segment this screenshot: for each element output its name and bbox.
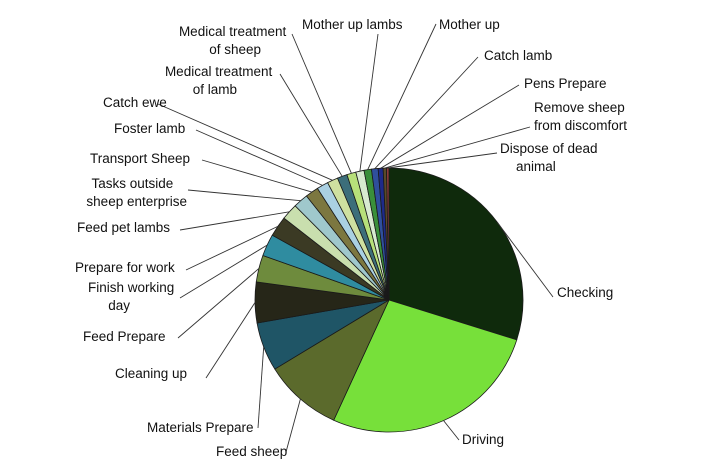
leader-pens-prepare bbox=[380, 84, 520, 169]
leader-medical-treatment-of-sheep bbox=[291, 33, 352, 174]
leader-driving bbox=[443, 420, 460, 441]
leader-catch-ewe bbox=[157, 103, 333, 181]
label-catch-lamb: Catch lamb bbox=[484, 48, 552, 63]
leader-foster-lamb bbox=[195, 129, 323, 186]
leader-finish-working-day bbox=[179, 244, 268, 299]
leader-transport-sheep bbox=[201, 159, 313, 193]
label-transport-sheep: Transport Sheep bbox=[90, 151, 190, 166]
leader-feed-prepare bbox=[177, 268, 260, 339]
leader-dispose-of-dead-animal bbox=[387, 152, 498, 169]
label-prepare-for-work: Prepare for work bbox=[75, 260, 175, 275]
leader-prepare-for-work bbox=[185, 225, 278, 271]
leader-checking bbox=[496, 221, 554, 298]
label-cleaning-up: Cleaning up bbox=[115, 366, 187, 381]
label-catch-ewe: Catch ewe bbox=[103, 95, 167, 110]
label-checking: Checking bbox=[557, 285, 613, 300]
label-foster-lamb: Foster lamb bbox=[114, 121, 185, 136]
label-feed-pet-lambs: Feed pet lambs bbox=[77, 220, 170, 235]
leader-materials-prepare bbox=[257, 346, 265, 429]
label-tasks-outside-sheep-enterprise: Tasks outside sheep enterprise bbox=[86, 176, 187, 209]
label-feed-prepare: Feed Prepare bbox=[83, 329, 166, 344]
label-materials-prepare: Materials Prepare bbox=[147, 420, 254, 435]
leader-catch-lamb bbox=[374, 56, 479, 170]
label-mother-up: Mother up bbox=[439, 17, 500, 32]
label-finish-working-day: Finish working day bbox=[88, 280, 178, 313]
label-dispose-of-dead-animal: Dispose of dead animal bbox=[500, 141, 601, 174]
leader-feed-pet-lambs bbox=[179, 211, 290, 231]
leader-medical-treatment-of-lamb bbox=[279, 73, 343, 177]
leader-tasks-outside-sheep-enterprise bbox=[187, 189, 301, 202]
label-medical-treatment-of-lamb: Medical treatment of lamb bbox=[165, 64, 276, 97]
leader-mother-up bbox=[367, 23, 437, 170]
pie-slices bbox=[254, 167, 524, 433]
label-driving: Driving bbox=[462, 432, 504, 447]
leader-feed-sheep bbox=[285, 398, 301, 453]
label-mother-up-lambs: Mother up lambs bbox=[302, 17, 403, 32]
leader-remove-sheep-from-discomfort bbox=[384, 126, 531, 169]
label-leader-lines bbox=[157, 23, 554, 453]
slice-feed-sheep bbox=[274, 298, 390, 421]
slice-labels: Checking Driving Feed sheep Materials Pr… bbox=[75, 17, 629, 459]
slice-driving bbox=[333, 299, 518, 433]
leader-mother-up-lambs bbox=[359, 33, 379, 172]
leader-cleaning-up bbox=[205, 302, 256, 379]
label-pens-prepare: Pens Prepare bbox=[524, 76, 607, 91]
label-feed-sheep: Feed sheep bbox=[216, 444, 287, 459]
label-remove-sheep-from-discomfort: Remove sheep from discomfort bbox=[534, 100, 629, 133]
label-medical-treatment-of-sheep: Medical treatment of sheep bbox=[179, 24, 290, 57]
